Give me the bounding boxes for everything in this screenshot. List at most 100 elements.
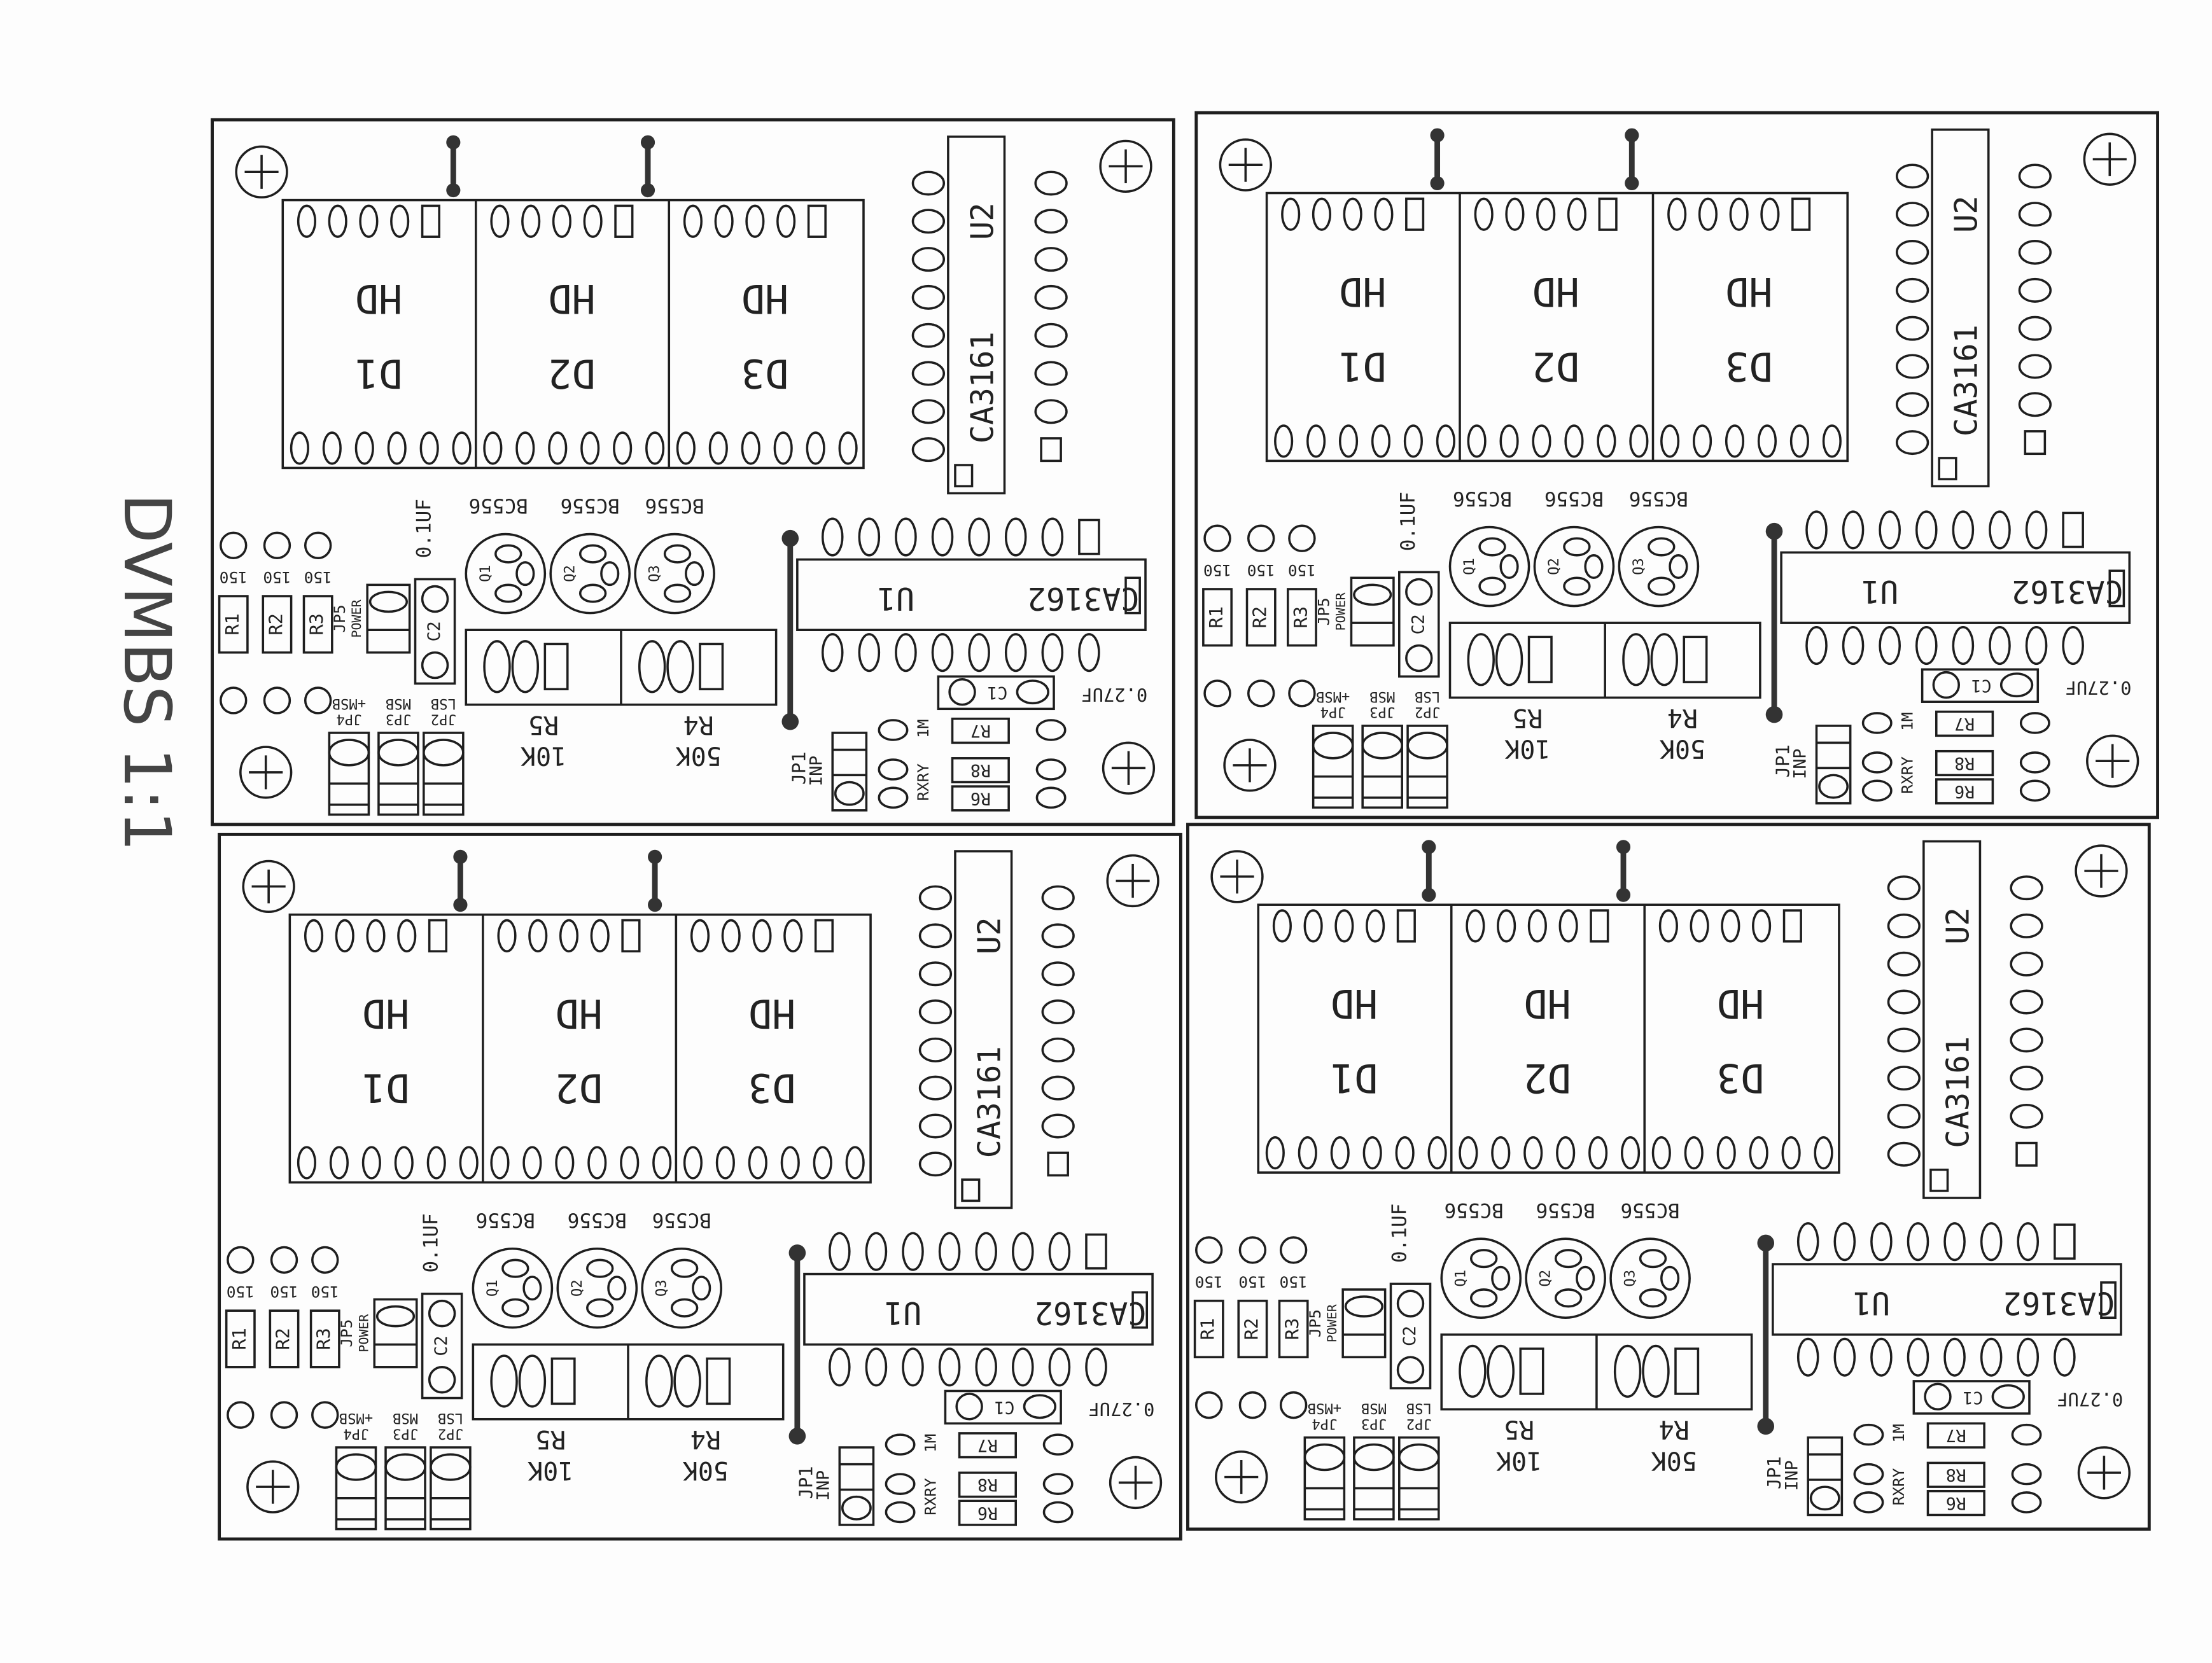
resistor-footprint <box>1193 1299 1224 1359</box>
r5-value-label: 10K <box>1496 1445 1542 1475</box>
jumper-label: LSB <box>1415 688 1440 705</box>
display-type-label: HD <box>1331 980 1378 1027</box>
pad <box>227 1401 255 1429</box>
pad <box>2010 1103 2043 1129</box>
u1-ref-label: U1 <box>878 580 915 616</box>
pad <box>1042 1501 1074 1524</box>
pad <box>683 204 703 238</box>
transistor-part-label: BC556 <box>1453 487 1512 510</box>
resistor-footprint <box>958 1472 1017 1498</box>
display-footprint <box>288 913 872 1184</box>
jumper-footprint <box>1353 1436 1395 1520</box>
transistor-footprint <box>1609 1237 1691 1319</box>
display-type-label: HD <box>1339 268 1387 315</box>
mounting-hole-icon <box>2083 132 2136 186</box>
pad <box>783 919 803 953</box>
pad <box>1527 909 1547 943</box>
r8-ref-label: R8 <box>1954 753 1975 773</box>
pad <box>1870 1337 1893 1377</box>
c1-value-label: 0.27UF <box>1081 684 1147 706</box>
pad <box>304 919 324 953</box>
transistor-footprint <box>1525 1237 1606 1319</box>
pad <box>829 1347 851 1387</box>
pad <box>1040 437 1062 463</box>
board-top-right: HDD1HDD2HDD3U2CA3161CA3162U1Q1BC556Q2BC5… <box>1194 111 2160 819</box>
display-type-label: HD <box>1725 268 1773 315</box>
pad <box>1887 1103 1921 1129</box>
wire-link <box>1625 128 1639 191</box>
pad <box>968 517 990 557</box>
pad <box>1042 1473 1074 1495</box>
u1-part-label: CA3162 <box>2003 1285 2115 1321</box>
pad <box>1306 424 1326 458</box>
pad <box>1041 885 1075 910</box>
pad <box>865 1232 888 1271</box>
jumper-label: MSB <box>393 1410 418 1426</box>
c2-ref-label: C2 <box>424 621 444 641</box>
pad <box>620 1146 640 1179</box>
pad <box>2017 1337 2040 1377</box>
resistor-footprint <box>309 1309 340 1368</box>
wire-link <box>1430 128 1445 191</box>
jp1-label: INP <box>806 756 826 786</box>
r6-value-label: RXRY <box>921 1478 939 1515</box>
pad <box>721 919 741 953</box>
resistor-footprint <box>951 718 1010 744</box>
pad <box>297 204 317 238</box>
pad <box>1943 1337 1966 1377</box>
resistor-footprint <box>269 1309 300 1368</box>
pad <box>1895 430 1929 456</box>
transistor-ref-label: Q2 <box>1537 1270 1554 1287</box>
pad <box>1041 633 1064 672</box>
transistor-part-label: BC556 <box>568 1209 627 1232</box>
pad <box>1265 1136 1285 1170</box>
pad <box>645 431 665 465</box>
jumper-label: +MSB <box>332 695 366 712</box>
jumper-ref-label: JP2 <box>438 1425 463 1442</box>
jumper-footprint <box>384 1446 426 1531</box>
r7-value-label: 1M <box>1898 713 1916 731</box>
pad <box>497 919 517 953</box>
pad <box>1034 247 1068 272</box>
resistor-footprint <box>225 1309 256 1368</box>
pad <box>2018 240 2052 265</box>
pad <box>1760 197 1780 231</box>
resistor-value-label: 150 <box>1288 561 1316 580</box>
pad <box>1279 1391 1308 1419</box>
pad <box>1915 510 1938 550</box>
pad <box>1499 424 1519 458</box>
c2-ref-label: C2 <box>1400 1326 1420 1346</box>
pad <box>1298 1136 1317 1170</box>
pad <box>359 204 379 238</box>
pad <box>918 1075 953 1101</box>
r6-ref-label: R6 <box>1946 1493 1966 1513</box>
resistor-footprint <box>1935 749 1994 777</box>
capacitor-c1 <box>944 1389 1062 1425</box>
pad <box>220 531 248 560</box>
pad <box>1034 361 1068 386</box>
pad <box>1887 951 1921 977</box>
pad <box>1887 1066 1921 1091</box>
pad <box>1781 1136 1801 1170</box>
r4-value-label: 50K <box>676 741 722 770</box>
board-outline <box>211 118 1175 826</box>
mounting-hole-icon <box>1109 1456 1163 1510</box>
pad <box>780 1146 800 1179</box>
pad <box>1405 197 1425 231</box>
jumper-ref-label: JP2 <box>431 711 456 727</box>
pad <box>522 1146 542 1179</box>
pad <box>885 1433 916 1456</box>
jumper-ref-label: JP4 <box>343 1425 368 1442</box>
pad <box>1895 392 1929 417</box>
u2-ref-label: U2 <box>1949 195 1985 233</box>
pad <box>2018 164 2052 189</box>
pad <box>838 431 858 465</box>
r6-ref-label: R6 <box>1954 781 1975 801</box>
pad <box>1833 1337 1856 1377</box>
pad <box>1879 510 1901 550</box>
wire-link <box>781 529 799 730</box>
transistor-part-label: BC556 <box>561 494 620 517</box>
pad <box>1667 197 1687 231</box>
resistor-footprint <box>262 595 293 654</box>
r8-ref-label: R8 <box>970 760 991 780</box>
